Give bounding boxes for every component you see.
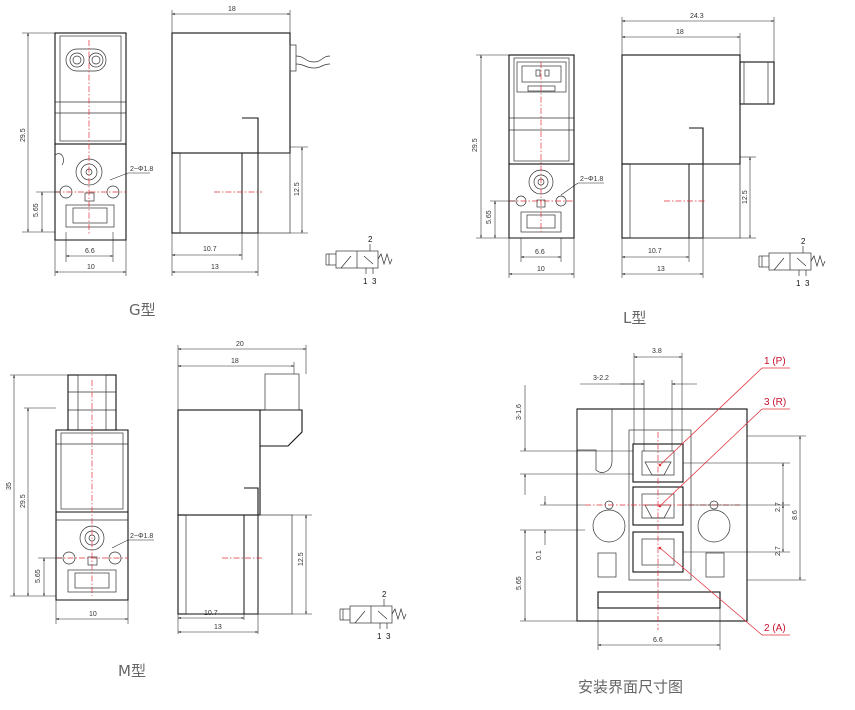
l-symbol-port-3: 3 [805,279,810,288]
g-side-base [171,152,243,234]
mount-dim-2-7-b: 2.7 [775,546,782,556]
port-label-a: 2 (A) [764,623,786,634]
l-dim-10-7: 10.7 [648,248,662,255]
port-label-r: 3 (R) [764,397,786,408]
m-hole-note: 2~Φ1.8 [130,533,153,540]
l-caption: L型 [623,309,646,327]
l-dim-13: 13 [657,266,665,273]
m-dim-13: 13 [214,624,222,631]
g-symbol-port-2: 2 [368,235,373,244]
g-valve-symbol: 2 1 3 [325,235,393,286]
mount-dim-8-6: 8.6 [792,510,799,520]
m-front-view: 35 29.5 5.65 10 2~Φ1.8 [6,374,154,624]
mount-dim-3-1-6: 3-1.6 [516,404,523,420]
m-side-connector [260,409,303,447]
m-dim-35: 35 [6,482,13,490]
g-dim-6-6: 6.6 [85,248,95,255]
g-dim-13: 13 [211,264,219,271]
m-side-view: 20 18 12.5 10.7 13 [177,341,312,634]
m-valve-symbol: 2 1 3 [339,590,407,641]
m-dim-20: 20 [236,341,244,348]
g-connector-socket [65,48,107,72]
l-side-connector [739,61,775,105]
g-dim-10: 10 [87,264,95,271]
l-dim-18: 18 [676,29,684,36]
m-dim-5-65: 5.65 [35,569,42,583]
m-dim-12-5: 12.5 [298,552,305,566]
port-label-p: 1 (P) [764,356,786,367]
g-front-body [54,32,127,145]
mount-dim-5-65: 5.65 [516,576,523,590]
l-side-coil [621,54,741,165]
m-symbol-port-3: 3 [386,632,391,641]
l-connector-socket [516,61,567,93]
mount-hole-right [697,509,731,543]
l-hole-note: 2~Φ1.8 [580,176,603,183]
m-symbol-port-2: 2 [382,590,387,599]
m-dim-29-5: 29.5 [20,494,27,508]
mount-seal-bar [597,591,721,609]
g-dim-10-7: 10.7 [203,246,217,253]
g-symbol-port-3: 3 [372,277,377,286]
l-dim-24-3: 24.3 [690,13,704,20]
m-caption: M型 [118,662,146,680]
mount-dim-0-1: 0.1 [536,550,543,560]
l-dim-6-6: 6.6 [535,249,545,256]
mounting-interface-view: 3.8 3-2.2 3-1.6 0.1 5.65 2.7 2.7 8.6 [516,348,806,650]
m-mount-hole-right [108,551,122,565]
l-dim-5-65: 5.65 [486,210,493,224]
mount-plate [576,408,748,622]
l-side-view: 24.3 18 12.5 10.7 13 [621,13,775,278]
g-dim-5-65: 5.65 [33,203,40,217]
g-symbol-port-1: 1 [363,277,368,286]
m-symbol-port-1: 1 [377,632,382,641]
l-symbol-port-1: 1 [796,279,801,288]
g-front-view: 29.5 5.65 6.6 10 2~Φ1.8 [20,32,153,276]
g-side-view: 18 12.5 10.7 13 [171,6,331,276]
m-side-coil [177,409,261,516]
mount-dim-2-7-a: 2.7 [775,502,782,512]
g-dim-29-5: 29.5 [20,128,27,142]
l-dim-29-5: 29.5 [472,138,479,152]
m-side-base [177,514,245,615]
l-dim-10: 10 [537,266,545,273]
m-mount-hole-left [62,551,76,565]
g-caption: G型 [129,301,156,319]
mount-dim-3-2-2: 3-2.2 [593,375,609,382]
g-dim-12-5: 12.5 [294,182,301,196]
l-front-body [508,54,575,165]
mount-hole-left [592,509,626,543]
l-dim-12-5: 12.5 [742,190,749,204]
m-dim-10: 10 [89,611,97,618]
m-dim-10-7: 10.7 [204,610,218,617]
g-side-coil [171,32,291,154]
l-front-view: 29.5 5.65 6.6 10 2~Φ1.8 [472,54,604,278]
g-hole-note: 2~Φ1.8 [130,166,153,173]
g-dim-18: 18 [228,6,236,13]
mount-dim-3-8: 3.8 [652,348,662,355]
m-dim-18: 18 [231,358,239,365]
mount-caption: 安装界面尺寸图 [578,678,683,696]
mount-dim-6-6: 6.6 [653,637,663,644]
l-valve-symbol: 2 1 3 [758,237,826,288]
l-symbol-port-2: 2 [801,237,806,246]
